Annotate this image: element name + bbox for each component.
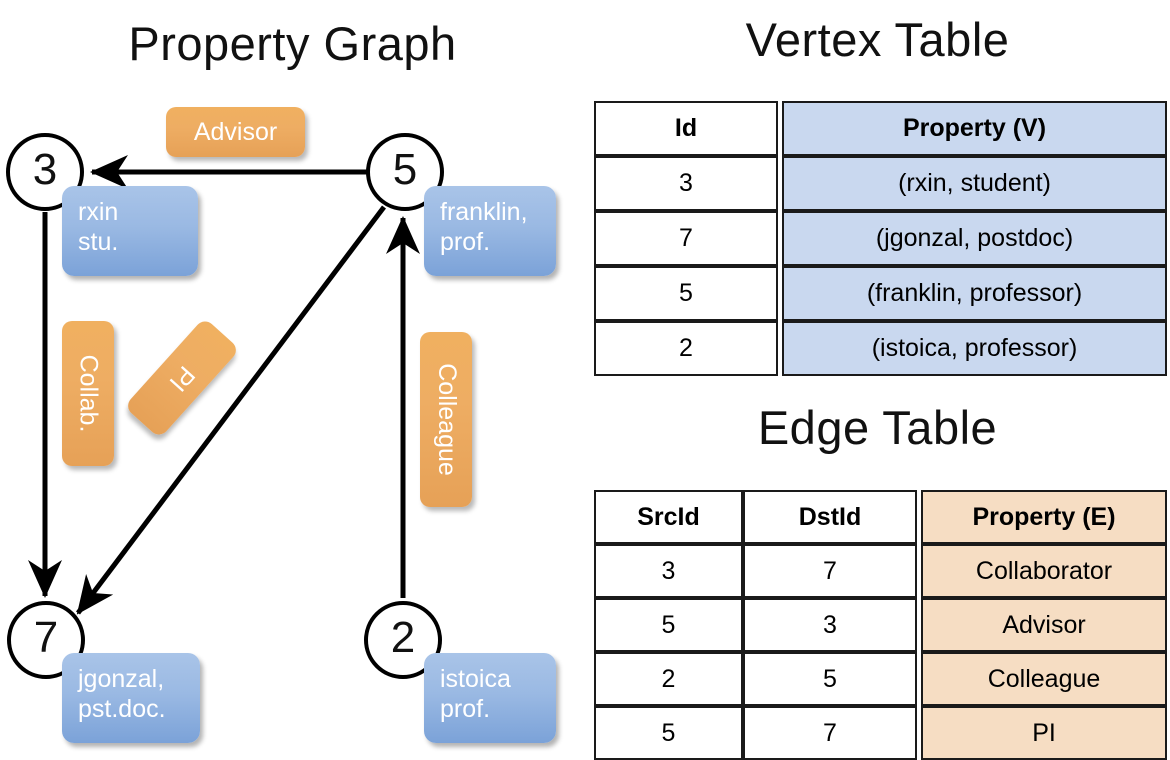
vertex-property-cell: (franklin, professor) — [782, 266, 1167, 321]
node-property-box-5-line2: prof. — [440, 227, 491, 256]
edge-dstid-cell: 3 — [743, 598, 917, 652]
graph-node-5-label: 5 — [392, 145, 418, 194]
table-row: (rxin, student) — [782, 156, 1167, 211]
table-row: 5 — [594, 266, 778, 321]
node-property-box-7-line1: jgonzal, — [78, 665, 165, 693]
node-property-box-7-line2: pst.doc. — [78, 694, 166, 723]
vertex-property-cell: (istoica, professor) — [782, 321, 1167, 376]
node-property-box-2[interactable]: istoica prof. — [424, 653, 556, 743]
edge-label-collab[interactable]: Collab. — [62, 321, 114, 466]
graph-node-3-label: 3 — [32, 145, 58, 194]
table-row: 7 — [743, 544, 917, 598]
graph-node-5[interactable]: 5 — [366, 133, 444, 211]
edge-label-collab-text: Collab. — [74, 354, 103, 433]
edge-table-header-dstid: DstId — [743, 490, 917, 544]
table-row: 7 — [594, 211, 778, 266]
edge-property-cell: Advisor — [921, 598, 1167, 652]
node-property-box-2-line2: prof. — [440, 694, 491, 723]
table-row: Colleague — [921, 652, 1167, 706]
vertex-table-header-id: Id — [594, 101, 778, 156]
graph-node-2[interactable]: 2 — [364, 601, 442, 679]
table-row: 5 — [743, 652, 917, 706]
node-property-box-3-line1: rxin — [78, 198, 119, 226]
vertex-table-property-column: Property (V) (rxin, student) (jgonzal, p… — [782, 101, 1167, 376]
table-row: (franklin, professor) — [782, 266, 1167, 321]
node-property-box-5[interactable]: franklin, prof. — [424, 186, 556, 276]
table-row: 2 — [594, 652, 743, 706]
table-row: 5 — [594, 706, 743, 760]
edge-srcid-cell: 2 — [594, 652, 743, 706]
vertex-id-cell: 2 — [594, 321, 778, 376]
edge-property-cell: Collaborator — [921, 544, 1167, 598]
edge-srcid-cell: 5 — [594, 706, 743, 760]
table-row: 3 — [594, 156, 778, 211]
edge-dstid-cell: 7 — [743, 544, 917, 598]
edge-table-property-column: Property (E) Collaborator Advisor Collea… — [921, 490, 1167, 760]
node-property-box-5-line1: franklin, — [440, 198, 528, 226]
node-property-box-3-line2: stu. — [78, 227, 119, 256]
vertex-table-id-column: Id 3 7 5 2 — [594, 101, 778, 376]
page-title-vertex-table: Vertex Table — [745, 13, 1010, 66]
vertex-id-cell: 5 — [594, 266, 778, 321]
property-graph-diagram: 3 5 7 2 rxin stu. franklin, prof. jgonza… — [6, 107, 556, 743]
table-header-row: Id — [594, 101, 778, 156]
edge-property-cell: Colleague — [921, 652, 1167, 706]
graph-node-7-label: 7 — [33, 613, 59, 662]
table-row: 7 — [743, 706, 917, 760]
edge-label-advisor[interactable]: Advisor — [166, 107, 305, 157]
edge-arrow-5-to-7 — [76, 205, 386, 615]
table-row: 3 — [594, 544, 743, 598]
vertex-table-header-property: Property (V) — [782, 101, 1167, 156]
edge-label-colleague-text: Colleague — [432, 363, 461, 476]
edge-table-header-srcid: SrcId — [594, 490, 743, 544]
edge-srcid-cell: 3 — [594, 544, 743, 598]
table-row: 5 — [594, 598, 743, 652]
edge-dstid-cell: 7 — [743, 706, 917, 760]
edge-dstid-cell: 5 — [743, 652, 917, 706]
table-row: 2 — [594, 321, 778, 376]
edge-table-srcid-column: SrcId 3 5 2 5 — [594, 490, 743, 760]
vertex-property-cell: (rxin, student) — [782, 156, 1167, 211]
table-header-row: DstId — [743, 490, 917, 544]
edge-label-colleague[interactable]: Colleague — [420, 332, 472, 507]
table-row: Advisor — [921, 598, 1167, 652]
edge-table-header-property: Property (E) — [921, 490, 1167, 544]
edge-table-dstid-column: DstId 7 3 5 7 — [743, 490, 917, 760]
table-header-row: SrcId — [594, 490, 743, 544]
edge-label-pi-text: PI — [164, 360, 201, 397]
table-row: PI — [921, 706, 1167, 760]
node-property-box-3[interactable]: rxin stu. — [62, 186, 198, 276]
table-row: 3 — [743, 598, 917, 652]
vertex-id-cell: 3 — [594, 156, 778, 211]
vertex-property-cell: (jgonzal, postdoc) — [782, 211, 1167, 266]
edge-label-advisor-text: Advisor — [193, 117, 278, 146]
graph-node-2-label: 2 — [390, 613, 416, 662]
table-row: (istoica, professor) — [782, 321, 1167, 376]
edge-property-cell: PI — [921, 706, 1167, 760]
table-header-row: Property (V) — [782, 101, 1167, 156]
vertex-id-cell: 7 — [594, 211, 778, 266]
node-property-box-7[interactable]: jgonzal, pst.doc. — [62, 653, 200, 743]
edge-srcid-cell: 5 — [594, 598, 743, 652]
table-row: Collaborator — [921, 544, 1167, 598]
page-title-edge-table: Edge Table — [757, 401, 998, 454]
table-header-row: Property (E) — [921, 490, 1167, 544]
page-title-property-graph: Property Graph — [128, 17, 457, 70]
table-row: (jgonzal, postdoc) — [782, 211, 1167, 266]
graph-edge-arrows — [28, 155, 420, 615]
node-property-box-2-line1: istoica — [440, 665, 511, 693]
